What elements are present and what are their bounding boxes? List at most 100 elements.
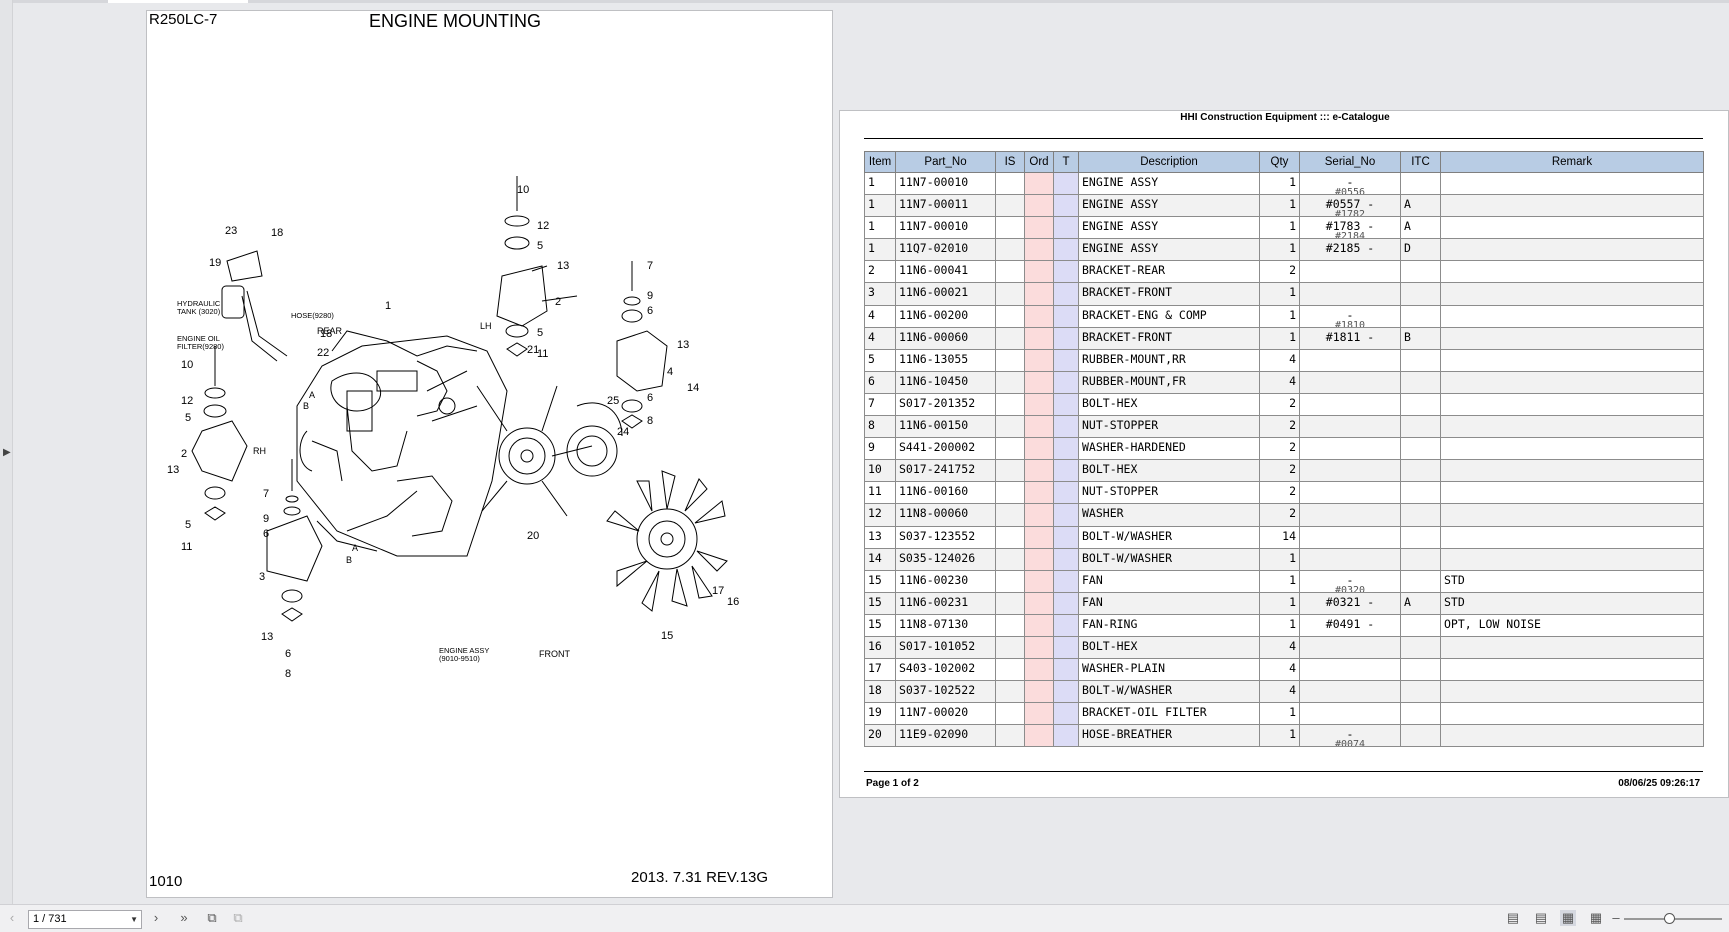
- cell-serial-text: #0321 -: [1325, 594, 1375, 609]
- callout-9: 9: [647, 290, 653, 302]
- cell-desc: ENGINE ASSY: [1078, 194, 1260, 218]
- cell-desc: BOLT-W/WASHER: [1078, 680, 1260, 704]
- cell-item: 10: [864, 459, 896, 483]
- cell-serial: [1299, 459, 1401, 483]
- cell-itc: [1400, 635, 1441, 660]
- cell-t: [1053, 415, 1079, 439]
- col-ord: Ord: [1024, 151, 1054, 173]
- cell-qty: 1: [1259, 702, 1300, 726]
- cell-t: [1053, 326, 1079, 350]
- cell-is: [995, 260, 1025, 284]
- cell-desc: WASHER-HARDENED: [1078, 437, 1260, 461]
- prev-page-icon[interactable]: ‹: [9, 910, 15, 925]
- cell-part: 11N6-13055: [895, 348, 996, 372]
- cell-remark: [1440, 437, 1704, 461]
- table-header-row: Item Part_No IS Ord T Description Qty Se…: [864, 151, 1704, 173]
- cell-serial-text: #0557 -: [1325, 197, 1375, 212]
- cell-itc: A: [1400, 591, 1441, 615]
- two-page-continuous-icon[interactable]: ▦: [1589, 910, 1603, 925]
- cell-qty: 2: [1259, 503, 1300, 527]
- two-page-view-icon[interactable]: ▦: [1560, 910, 1576, 926]
- cell-t: [1053, 238, 1079, 262]
- cell-itc: A: [1400, 216, 1441, 240]
- next-page-icon[interactable]: ›: [153, 910, 159, 925]
- cell-remark: [1440, 481, 1704, 505]
- cell-remark: STD: [1440, 569, 1704, 593]
- cell-qty-text: 1: [1289, 329, 1296, 344]
- callout-13d: 13: [261, 631, 273, 643]
- cell-serial: #2185 -: [1299, 238, 1401, 262]
- cell-desc-text: RUBBER-MOUNT,FR: [1082, 373, 1186, 388]
- cell-itc: [1400, 415, 1441, 439]
- cell-serial: #1783 -#2184: [1299, 216, 1401, 240]
- cell-is: [995, 591, 1025, 615]
- single-page-view-icon[interactable]: ▤: [1506, 910, 1520, 925]
- cell-part-text: S017-101052: [899, 638, 976, 653]
- cell-qty-text: 14: [1282, 528, 1296, 543]
- cell-is: [995, 216, 1025, 240]
- cell-desc: WASHER-PLAIN: [1078, 658, 1260, 682]
- callout-22: 22: [317, 347, 329, 359]
- cell-part: 11N7-00010: [895, 216, 996, 240]
- callout-10: 10: [517, 184, 529, 196]
- cell-qty-text: 1: [1289, 307, 1296, 322]
- cell-part: S017-101052: [895, 635, 996, 660]
- callout-1: 1: [385, 300, 391, 312]
- cell-desc-text: NUT-STOPPER: [1082, 418, 1159, 433]
- active-tab[interactable]: [108, 0, 248, 3]
- cell-qty-text: 2: [1289, 440, 1296, 455]
- last-page-icon[interactable]: »: [180, 910, 188, 925]
- cell-desc-text: BOLT-HEX: [1082, 638, 1138, 653]
- cell-item: 13: [864, 525, 896, 549]
- cell-item-text: 5: [868, 351, 875, 366]
- cell-item: 1: [864, 194, 896, 218]
- sidebar-toggle[interactable]: ▶: [0, 0, 13, 904]
- cell-itc: D: [1400, 238, 1441, 262]
- zoom-slider-thumb[interactable]: [1664, 913, 1675, 924]
- col-serial-no: Serial_No: [1299, 151, 1401, 173]
- continuous-view-icon[interactable]: ▤: [1534, 910, 1548, 925]
- cell-item: 8: [864, 415, 896, 439]
- cell-is: [995, 415, 1025, 439]
- col-qty: Qty: [1259, 151, 1300, 173]
- cell-qty: 1: [1259, 282, 1300, 306]
- cell-part: 11N7-00020: [895, 702, 996, 726]
- timestamp: 08/06/25 09:26:17: [1618, 778, 1700, 789]
- copy-icon[interactable]: ⧉: [207, 910, 217, 925]
- duplicate-icon[interactable]: ⧉: [233, 910, 243, 925]
- cell-part-text: 11N6-00041: [899, 263, 969, 278]
- cell-serial: [1299, 437, 1401, 461]
- page-selector[interactable]: 1 / 731 ▼: [28, 910, 142, 929]
- col-is: IS: [995, 151, 1025, 173]
- cell-qty: 2: [1259, 392, 1300, 417]
- zoom-out-icon[interactable]: –: [1612, 910, 1620, 925]
- cell-item-text: 3: [868, 285, 875, 300]
- cell-remark: [1440, 503, 1704, 527]
